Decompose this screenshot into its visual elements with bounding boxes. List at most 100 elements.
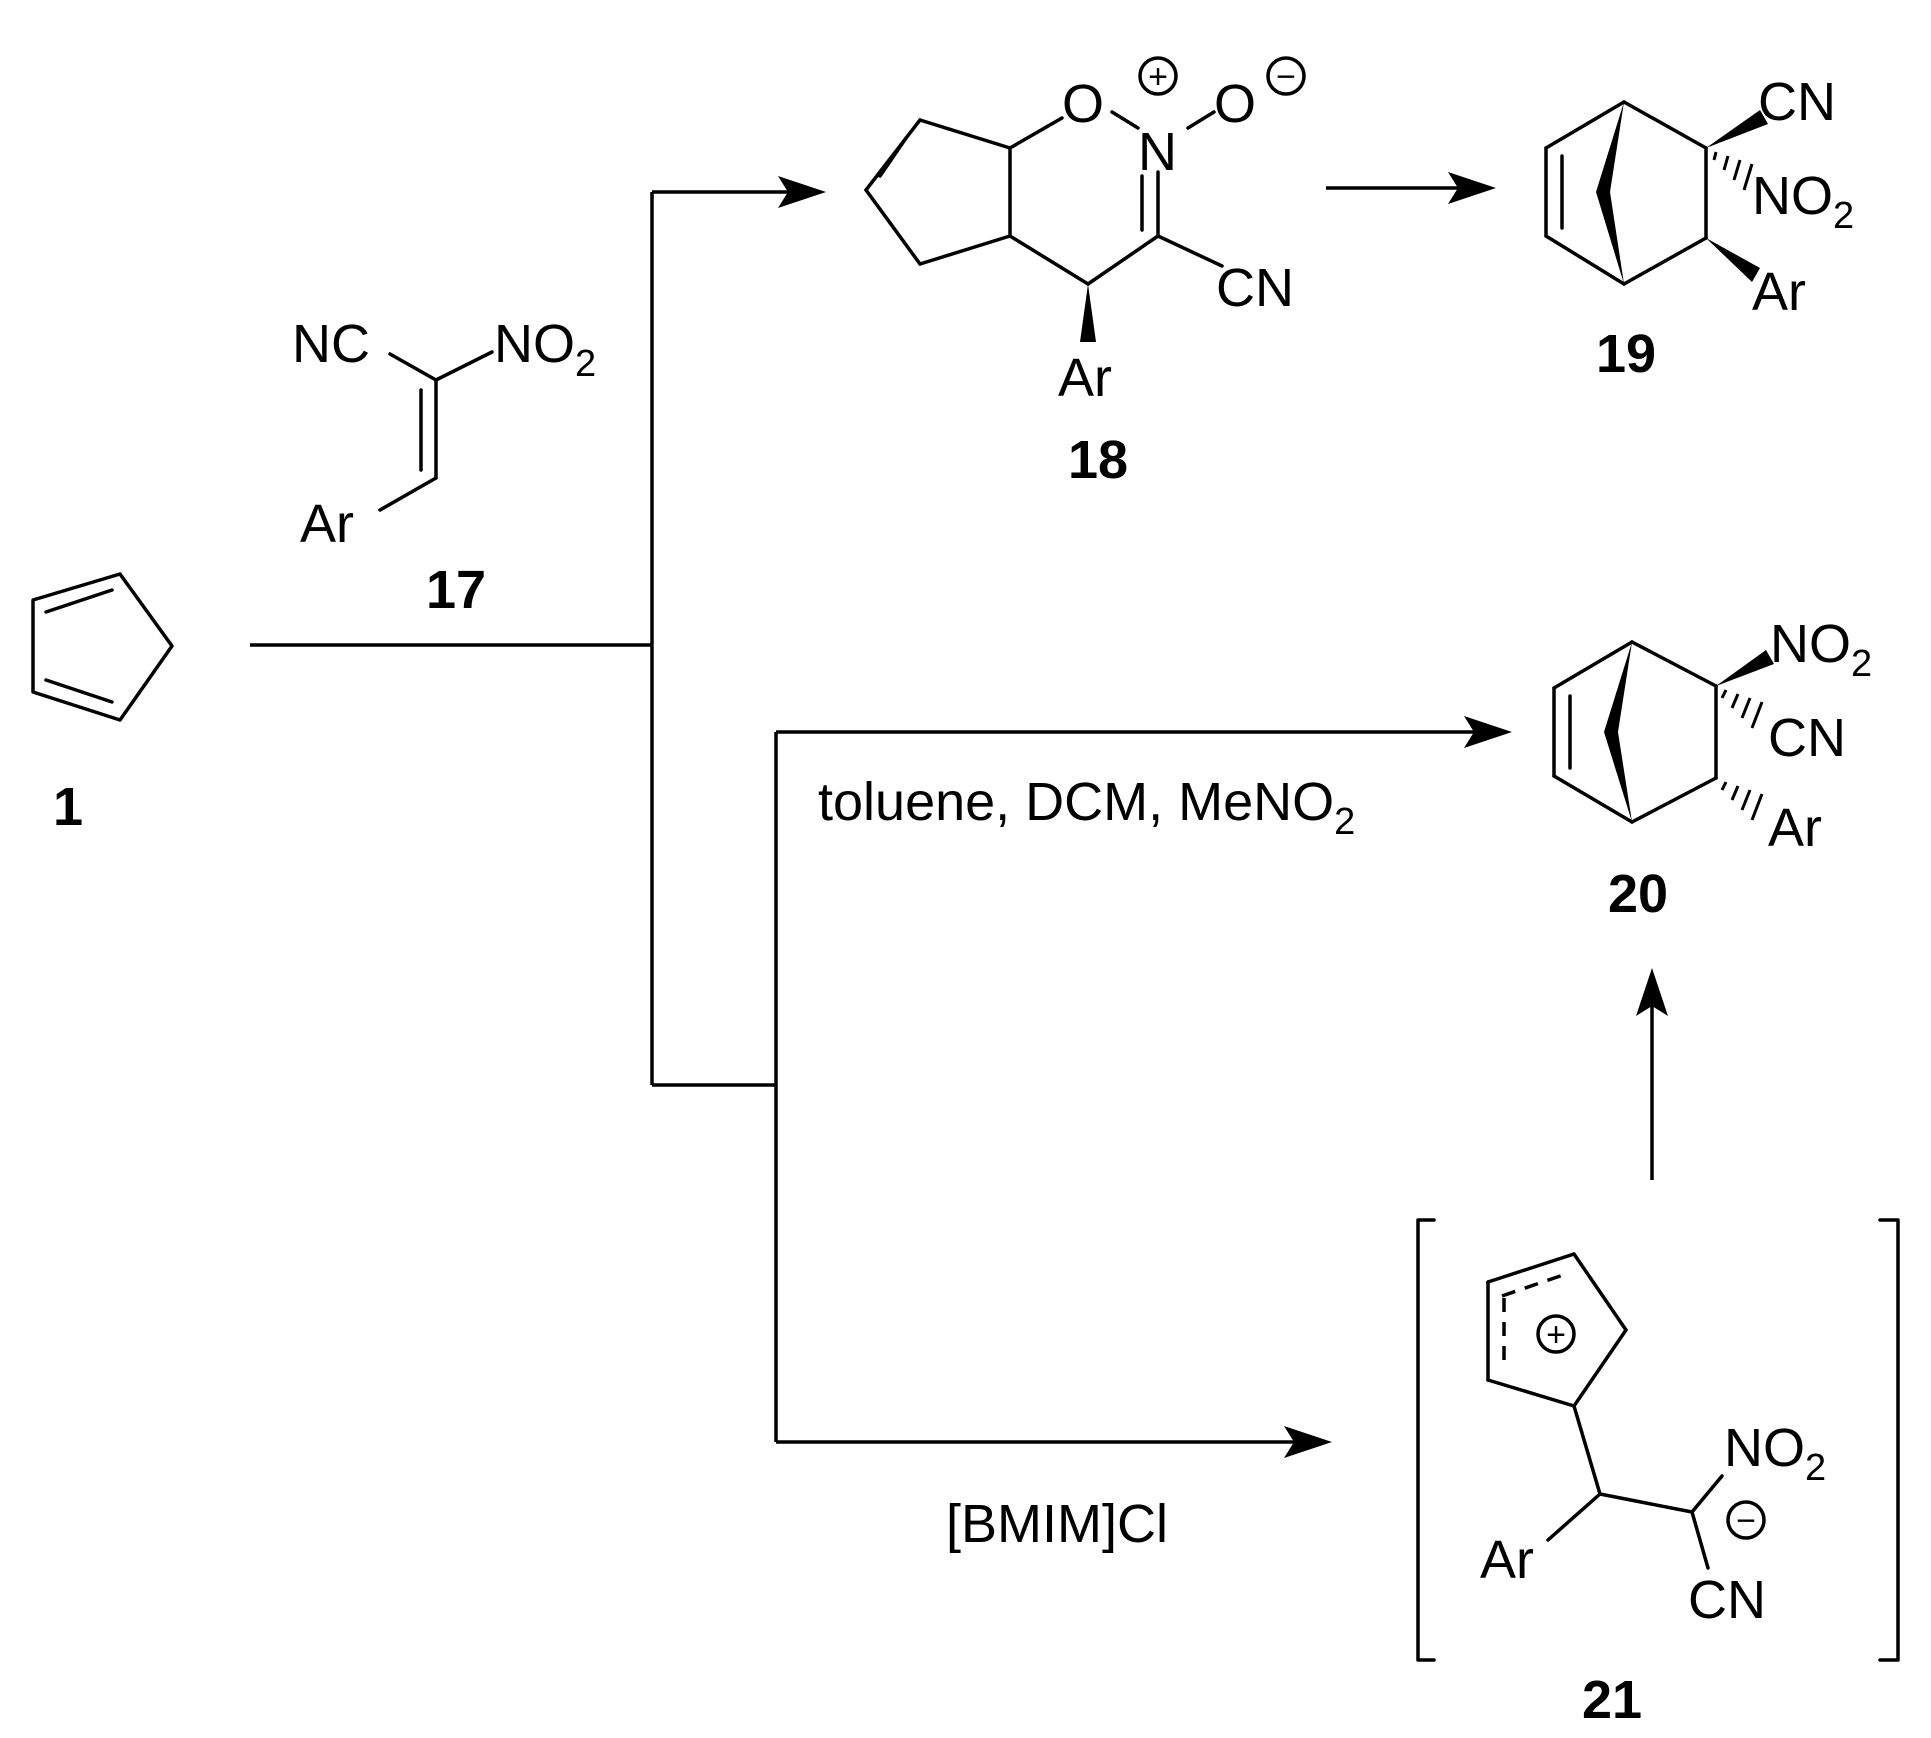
c17-bond-no2 [434,350,494,382]
c21-bond-ring-ch [1572,1404,1602,1496]
c18-bond-d [918,118,1012,150]
c20-bond-2 [1552,774,1634,824]
c17-bond-ar [378,476,438,512]
c21-ring-2 [1572,1252,1628,1332]
c18-plus-charge-circle [1138,56,1178,96]
c19-bridge-wedge-top [1596,102,1624,192]
c18-bond-b [864,188,922,266]
c21-ring-3 [1572,1328,1628,1408]
c21-ring-4 [1486,1378,1576,1408]
c20-no2-label: NO2 [1770,614,1872,685]
c18-o2-label: O [1214,74,1256,134]
c21-number: 21 [1582,1670,1642,1730]
c20-bridge-wedge-bottom [1604,732,1632,822]
c18-ar-label: Ar [1058,348,1112,408]
arrow-to-20-head [1464,716,1512,748]
c1-double-bond-upper [44,588,114,614]
c18-minus-charge-circle [1266,56,1306,96]
c21-plus-charge-circle [1536,1314,1576,1354]
c20-hash-ar-4 [1750,793,1764,821]
arrow-18-to-19-head [1448,172,1496,204]
arrow-to-21-head [1284,1426,1332,1458]
c20-wedge-no2 [1716,650,1774,686]
c18-minus-charge: − [1276,58,1296,96]
c17-ar-label: Ar [300,494,354,554]
c18-bond-c [918,234,1012,266]
c19-cn-label: CN [1758,72,1836,132]
c18-n-label: N [1138,122,1177,182]
c19-hash-1 [1712,151,1718,161]
c21-ring-1 [1486,1252,1576,1284]
c18-bond-ch-fusion [1008,234,1090,286]
c17-bond-nc [388,352,438,382]
c21-cn-label: CN [1688,1570,1766,1630]
c21-deloc-1 [1501,1272,1567,1298]
c21-bond-ch-ar [1546,1492,1602,1542]
c21-bond-c-no2 [1690,1474,1724,1514]
c19-bond-2 [1544,234,1626,286]
c21-bond-ch-c [1598,1492,1694,1514]
c19-bond-3 [1622,100,1708,150]
c18-bond-cn [1156,234,1224,268]
c19-bond-5 [1622,236,1708,286]
c20-cn-label: CN [1768,708,1846,768]
c20-bond-3 [1630,640,1718,688]
c18-plus-charge: + [1148,58,1168,96]
condition-ionic-liquid: [BMIM]Cl [946,1494,1168,1554]
c18-cn-label: CN [1216,258,1294,318]
c18-bond-o-n [1110,110,1140,130]
c20-number: 20 [1608,864,1668,924]
c19-hash-4 [1742,163,1754,191]
c17-nc-label: NC [292,314,370,374]
c20-hash-ar-1 [1720,781,1728,791]
c20-ar-label: Ar [1768,798,1822,858]
c19-no2-label: NO2 [1752,166,1854,237]
compound-1: 1 [31,572,174,837]
c20-hash-cn-2 [1730,693,1740,709]
c21-bracket-right [1878,1218,1900,1662]
c20-hash-ar-2 [1730,785,1740,801]
c18-bond-n-o [1186,110,1216,130]
c19-bridge-wedge-bottom [1596,192,1624,284]
c18-wedge-ar [1080,284,1096,342]
c20-hash-cn-3 [1740,697,1752,719]
c21-plus-charge: + [1546,1316,1566,1354]
c21-no2-label: NO2 [1724,1418,1826,1489]
compound-17: NC NO2 Ar 17 [292,314,596,620]
c17-no2-label: NO2 [494,314,596,385]
c20-bond-1 [1552,640,1634,690]
c20-bridge-wedge-top [1604,642,1632,732]
c21-minus-charge: − [1736,1502,1756,1540]
arrow-21-to-20-head [1636,968,1668,1016]
c19-bond-1 [1544,100,1626,150]
c19-ar-label: Ar [1752,262,1806,322]
reaction-lines [250,172,1668,1458]
c18-number: 18 [1068,430,1128,490]
c19-wedge-ar [1706,238,1760,282]
c20-hash-cn-4 [1750,701,1764,729]
c20-hash-cn-1 [1720,689,1728,699]
compound-18: O N O + − CN Ar 18 [864,56,1306,490]
c19-wedge-cn [1706,110,1768,148]
arrow-to-18-head [778,176,826,208]
c18-bond-c-ch [1086,234,1160,286]
compound-19: CN NO2 Ar 19 [1544,72,1854,384]
c19-hash-3 [1732,159,1742,181]
c19-number: 19 [1596,324,1656,384]
c21-ar-label: Ar [1480,1530,1534,1590]
c1-ring [31,572,174,722]
c1-number: 1 [53,777,83,837]
compound-21: + NO2 − Ar CN 21 [1416,1218,1900,1730]
c18-bond-ring-double [878,136,908,178]
c17-number: 17 [426,560,486,620]
c18-o1-label: O [1062,74,1104,134]
c19-hash-2 [1722,155,1730,171]
c21-minus-charge-circle [1726,1500,1766,1540]
c21-bond-c-cn [1690,1510,1710,1570]
compound-20: NO2 CN Ar 20 [1552,614,1872,924]
c20-hash-ar-3 [1740,789,1752,811]
c20-bond-5 [1630,776,1718,824]
condition-solvents: toluene, DCM, MeNO2 [818,772,1355,843]
c1-double-bond-lower [44,678,114,704]
